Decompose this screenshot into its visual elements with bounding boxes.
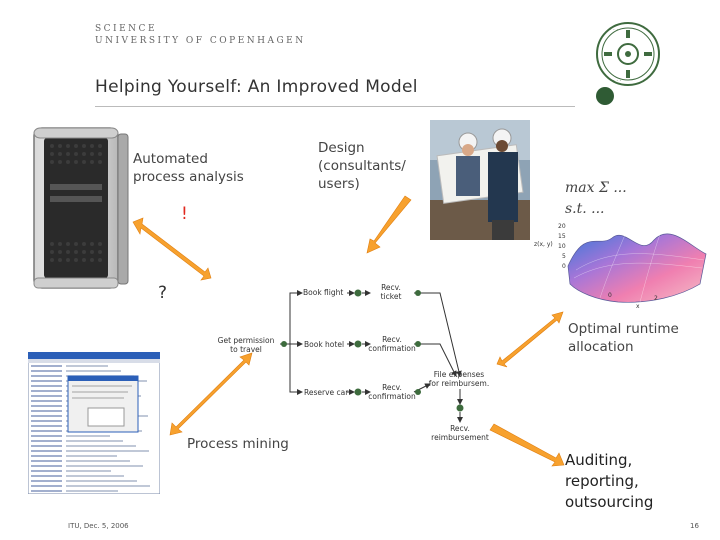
consultants-photo — [430, 120, 530, 240]
svg-text:5: 5 — [562, 253, 566, 260]
auditing-arrow — [489, 423, 565, 467]
reserve-car-label: Reserve car — [304, 388, 349, 397]
svg-text:· · · ·: · · · · — [610, 27, 622, 33]
recv-ticket-label: Recv. ticket — [380, 283, 402, 301]
optimal-runtime-allocation-label: Optimal runtime allocation — [568, 321, 679, 355]
svg-text:10: 10 — [558, 243, 566, 250]
node-hotel — [354, 340, 362, 348]
node-end-1 — [415, 290, 421, 296]
recv-reimbursement-label: Recv. reimbursement — [431, 424, 489, 442]
node-expenses — [456, 404, 464, 412]
title-divider — [95, 106, 575, 107]
computer-tower-icon — [33, 127, 129, 289]
page-number: 16 — [690, 522, 699, 530]
book-flight-label: Book flight — [303, 288, 344, 297]
recv-confirmation-2-label: Recv. confirmation — [368, 383, 416, 401]
svg-text:20: 20 — [558, 223, 566, 230]
recv-confirmation-1-label: Recv. confirmation — [368, 335, 416, 353]
mining-double-arrow — [169, 352, 253, 436]
optimal-double-arrow — [496, 311, 564, 368]
footer-text: ITU, Dec. 5, 2006 — [68, 522, 129, 530]
book-hotel-label: Book hotel — [304, 340, 345, 349]
design-label: Design (consultants/ users) — [318, 140, 406, 192]
surface-plot: 20 15 10 5 0 z(x, y) 0 2 x — [534, 223, 707, 310]
get-permission-label: Get permission to travel — [217, 336, 275, 354]
svg-text:0: 0 — [608, 292, 612, 299]
analysis-double-arrow — [132, 217, 212, 281]
university-header-line2: UNIVERSITY OF COPENHAGEN — [95, 36, 306, 46]
node-end-3 — [415, 389, 421, 395]
node-car — [354, 388, 362, 396]
node-end-2 — [415, 341, 421, 347]
question-mark: ? — [158, 283, 168, 303]
process-mining-label: Process mining — [187, 436, 289, 452]
svg-text:z(x, y): z(x, y) — [534, 241, 553, 248]
design-arrow — [366, 195, 412, 254]
file-expenses-label: File expenses for reimbursem. — [428, 370, 490, 388]
node-flight — [354, 289, 362, 297]
formula: max Σ ... s.t. ... — [565, 178, 627, 220]
event-log-screenshot — [28, 352, 160, 494]
university-header-line1: SCIENCE — [95, 24, 158, 34]
svg-text:0: 0 — [562, 263, 566, 270]
node-start — [281, 341, 287, 347]
svg-text:15: 15 — [558, 233, 566, 240]
exclamation-mark: ! — [181, 204, 188, 224]
automated-process-analysis-label: Automated process analysis — [133, 151, 244, 185]
auditing-label: Auditing, reporting, outsourcing — [565, 451, 654, 511]
university-seal-icon: · · · · · · · · — [596, 22, 660, 105]
svg-text:2: 2 — [654, 295, 658, 302]
slide-title: Helping Yourself: An Improved Model — [95, 77, 418, 97]
svg-text:· · · ·: · · · · — [610, 78, 622, 84]
formula-line-2: s.t. ... — [565, 201, 605, 217]
formula-line-1: max Σ ... — [565, 180, 627, 196]
svg-text:x: x — [636, 303, 640, 310]
